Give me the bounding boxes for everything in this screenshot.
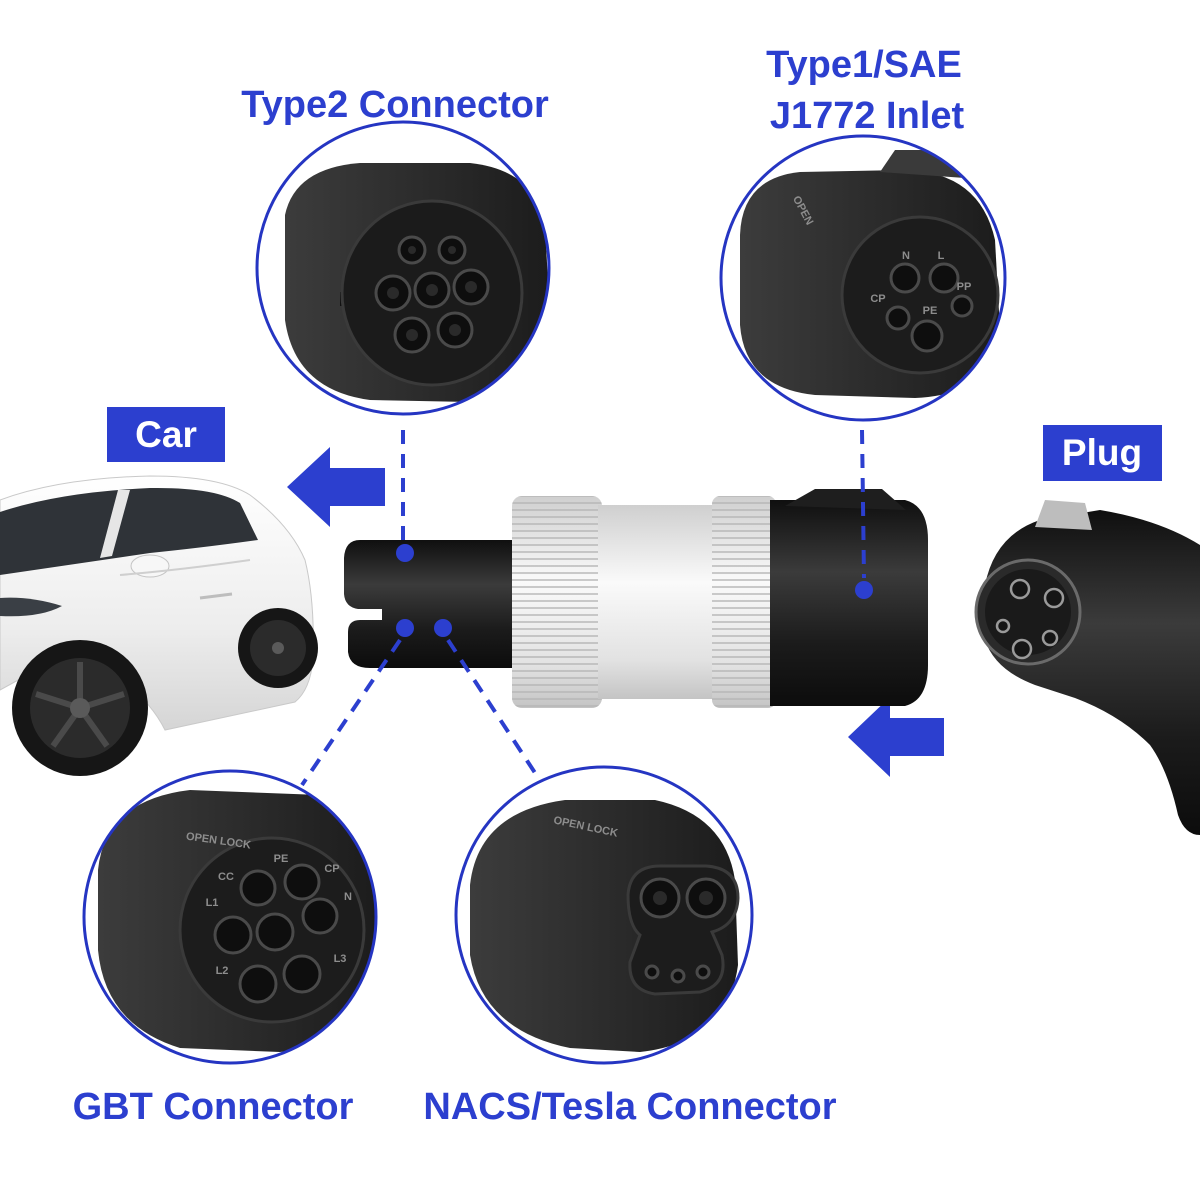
car-door-handle <box>199 592 233 600</box>
arrow-left-icon <box>848 697 944 777</box>
type1-pin-holes <box>885 262 974 353</box>
arrow-left-icon <box>287 447 385 527</box>
gbt-circle-outline <box>82 769 378 1065</box>
nacs-connector-detail: OPEN LOCK <box>454 765 754 1065</box>
type2-circle-outline <box>255 120 551 416</box>
nacs-connector-label: NACS/Tesla Connector <box>423 1086 836 1128</box>
car-front-wheel <box>12 640 148 776</box>
type1-label-line2: J1772 Inlet <box>770 95 965 137</box>
gbt-marking-cp: CP <box>324 863 339 875</box>
ev-adapter <box>344 489 928 708</box>
nacs-connection-point <box>434 619 452 637</box>
car-badge: Car <box>107 407 225 462</box>
gbt-connector-detail: OPEN LOCK CC L1 PE CP N L2 L3 <box>82 769 378 1065</box>
type2-connector-detail <box>255 120 551 416</box>
type1-label-line1: Type1/SAE <box>766 44 962 86</box>
nacs-connection-line <box>446 638 543 784</box>
type1-connection-point <box>855 581 873 599</box>
adapter-type1-inlet-body <box>770 500 928 706</box>
adapter-car-side-nozzle <box>344 540 520 668</box>
type2-connection-point <box>396 544 414 562</box>
plug-badge-label: Plug <box>1062 432 1142 473</box>
nacs-pin-holes <box>639 877 727 984</box>
gbt-marking-l1: L1 <box>206 897 219 909</box>
gbt-pin-holes <box>213 863 339 1004</box>
gbt-connector-label: GBT Connector <box>73 1086 354 1128</box>
adapter-grip-center <box>598 505 718 699</box>
car-illustration <box>0 475 318 776</box>
plug-latch <box>1035 500 1092 530</box>
plug-handle <box>985 510 1200 835</box>
gbt-marking-cc: CC <box>218 871 234 883</box>
car-pillar <box>100 490 130 558</box>
type1-connector-detail: OPEN N L CP PE PP <box>719 134 1007 422</box>
car-headlight <box>0 597 62 617</box>
car-windows <box>0 487 258 575</box>
type1-marking-cp: CP <box>870 293 885 305</box>
nacs-circle-outline <box>454 765 754 1065</box>
car-rear-wheel <box>238 608 318 688</box>
type1-circle-outline <box>719 134 1007 422</box>
type1-marking-pp: PP <box>957 281 972 293</box>
gbt-marking-l2: L2 <box>216 965 229 977</box>
car-badge-label: Car <box>135 414 197 455</box>
type1-connector-face <box>840 215 1000 375</box>
j1772-plug <box>974 500 1200 835</box>
gbt-connection-point <box>396 619 414 637</box>
gbt-marking-l3: L3 <box>334 953 347 965</box>
type1-marking-pe: PE <box>923 305 938 317</box>
gbt-marking-n: N <box>344 891 352 903</box>
type2-pin-holes <box>374 235 490 354</box>
gbt-connection-line <box>300 638 402 787</box>
type2-connector-label: Type2 Connector <box>241 84 549 126</box>
plug-pins <box>995 578 1065 660</box>
type1-connection-line <box>860 429 866 579</box>
type1-marking-n: N <box>902 250 910 262</box>
adapter-grip-ring-left <box>512 496 602 708</box>
car-door-line <box>119 559 251 576</box>
type1-marking-l: L <box>938 250 945 262</box>
plug-badge: Plug <box>1043 425 1162 481</box>
adapter-grip-ring-right <box>712 496 776 708</box>
gbt-marking-pe: PE <box>274 853 289 865</box>
adapter-latch-hump <box>785 489 906 510</box>
